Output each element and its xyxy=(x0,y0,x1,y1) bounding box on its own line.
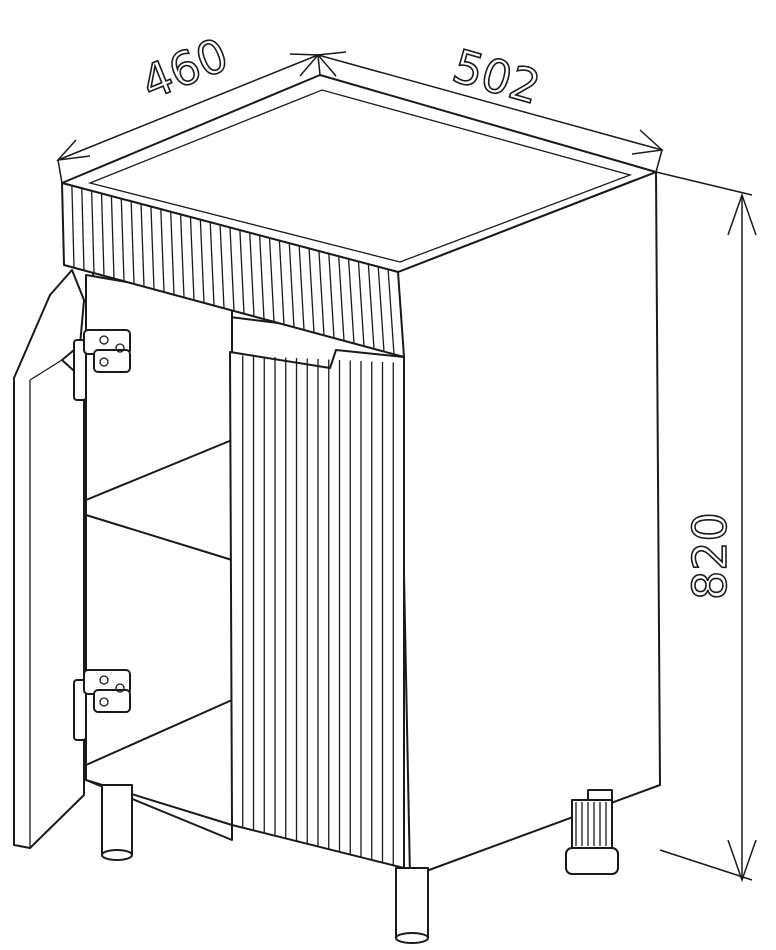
drawer-flute xyxy=(140,203,145,287)
drawer-flute xyxy=(90,190,95,274)
cabinet-body xyxy=(61,74,661,878)
legs xyxy=(101,784,619,944)
fluted-drawer-front xyxy=(61,182,405,358)
drawer-flute xyxy=(387,269,395,355)
drawer-flute xyxy=(328,253,335,339)
drawer-flute xyxy=(357,261,365,347)
drawer-flute xyxy=(239,230,245,314)
drawer-flute xyxy=(377,266,385,352)
front-right-leg xyxy=(565,799,619,875)
dimension-depth-label: 460 xyxy=(134,27,236,110)
drawer-flute xyxy=(179,214,185,298)
dimension-width-label: 502 xyxy=(447,39,546,115)
drawer-flute xyxy=(298,245,305,330)
drawer-flute xyxy=(318,251,325,336)
open-flat-door xyxy=(13,269,85,849)
drawer-flute xyxy=(229,227,235,312)
drawer-flute xyxy=(160,209,165,293)
dimension-height-label: 820 xyxy=(683,512,737,600)
drawer-flute xyxy=(81,188,85,271)
drawer-flute xyxy=(209,222,215,306)
upper-hinge xyxy=(73,329,131,401)
drawer-flute xyxy=(249,232,255,317)
drawer-flute xyxy=(367,264,375,349)
shelf-edge xyxy=(85,514,233,561)
fluted-door xyxy=(229,349,405,869)
drawer-flute xyxy=(150,206,155,290)
drawer-flute xyxy=(219,224,225,309)
drawer-flute xyxy=(71,185,75,268)
drawer-flute xyxy=(347,258,355,344)
drawer-flute xyxy=(268,237,275,322)
drawer-flute xyxy=(308,248,315,333)
dimension-height: 820 xyxy=(655,171,757,883)
drawer-flute xyxy=(189,217,195,301)
drawer-flute xyxy=(338,256,345,341)
top-opening-inner xyxy=(87,89,633,263)
drawer-flute xyxy=(130,201,135,284)
drawer-flute xyxy=(278,240,285,325)
drawer-flute xyxy=(170,211,175,295)
lower-hinge xyxy=(73,669,131,741)
drawer-flute xyxy=(110,196,115,279)
front-left-leg xyxy=(395,867,429,944)
drawer-flute xyxy=(120,198,125,282)
drawer-flute xyxy=(199,219,205,303)
drawer-flute xyxy=(258,235,265,320)
right-side-panel xyxy=(397,171,661,878)
rear-left-leg xyxy=(101,784,133,861)
drawer-flute xyxy=(288,243,295,328)
drawer-flute xyxy=(100,193,105,276)
